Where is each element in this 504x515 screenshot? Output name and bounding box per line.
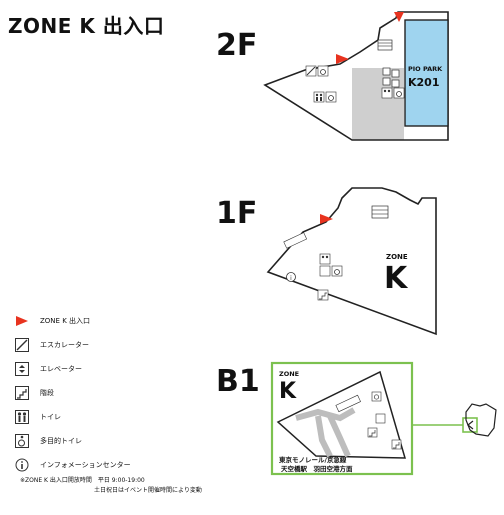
station-outline (465, 403, 497, 437)
accessible-toilet-icon (393, 87, 405, 99)
legend-label: エスカレーター (40, 341, 89, 349)
stairs-icon (317, 289, 329, 301)
accessible-toilet-icon (14, 433, 30, 449)
stairs-icon (371, 205, 389, 219)
legend-label: エレベーター (40, 365, 82, 373)
legend-label: 階段 (40, 389, 54, 397)
room-code-label: K201 (408, 76, 440, 89)
room-brand-label: PIO PARK (408, 65, 443, 73)
b1-target-box (462, 417, 478, 433)
zone-label-big: K (279, 379, 297, 404)
page-title: ZONE K 出入口 (8, 14, 165, 38)
zone-label-small: ZONE (386, 253, 408, 261)
legend-item-entrance: ZONE K 出入口 (14, 312, 90, 330)
floor-label-1f: 1F (216, 196, 258, 231)
entrance-flag-icon (336, 54, 349, 64)
toilet-icon (14, 409, 30, 425)
stairs-icon (14, 385, 30, 401)
accessible-toilet-icon (371, 391, 382, 402)
pointer-arrow-icon (467, 420, 474, 430)
information-icon: i (286, 272, 296, 282)
stairs-icon (391, 439, 402, 450)
legend-item-accessible-toilet: 多目的トイレ (14, 432, 82, 450)
legend-item-escalator: エスカレーター (14, 336, 89, 354)
legend-label: トイレ (40, 413, 61, 421)
legend-label: 多目的トイレ (40, 437, 82, 445)
opening-hours-note: ※ZONE K 出入口開放時間 平日 9:00-19:00 土日祝日はイベント開… (20, 476, 202, 496)
toilet-icon (381, 87, 393, 99)
escalator-icon (305, 65, 317, 77)
elevator-icon (382, 67, 400, 88)
zone-label-big: K (384, 261, 409, 296)
information-icon (14, 457, 30, 473)
note-line-2: 土日祝日はイベント開催時間により変動 (94, 487, 202, 494)
elevator-icon (14, 361, 30, 377)
legend-label: インフォメーションセンター (40, 461, 131, 469)
escalator-icon (14, 337, 30, 353)
entrance-flag-icon (320, 214, 333, 224)
stairs-icon (377, 39, 393, 51)
b1-frame (270, 361, 414, 476)
legend-item-information: インフォメーションセンター (14, 456, 131, 474)
accessible-toilet-icon (317, 65, 329, 77)
floor-1f-outline (266, 187, 437, 336)
floor-2f-outline (263, 11, 449, 141)
floor-label-2f: 2F (216, 28, 258, 63)
legend-item-toilet: トイレ (14, 408, 61, 426)
room-k201 (404, 19, 449, 127)
floor-1f-plan: i ZONE K (266, 187, 437, 336)
legend-item-stairs: 階段 (14, 384, 54, 402)
station-label-line2: 天空橋駅 羽田空港方面 (281, 464, 353, 473)
escalator-icon (283, 232, 308, 249)
stairs-icon (367, 427, 378, 438)
accessible-toilet-icon (325, 91, 337, 103)
floor-b1-plan: ZONE K 東京モノレール/京急線 天空橋駅 羽田空港方面 (270, 361, 497, 476)
b1-triangle-outline (276, 370, 407, 459)
accessible-toilet-icon (331, 265, 343, 277)
zone-label-small: ZONE (279, 370, 299, 378)
station-label-line1: 東京モノレール/京急線 (279, 455, 347, 464)
legend-item-elevator: エレベーター (14, 360, 82, 378)
toilet-icon (313, 91, 325, 103)
escalator-icon (335, 394, 361, 413)
legend-label: ZONE K 出入口 (40, 317, 91, 325)
entrance-flag-icon (14, 313, 30, 329)
note-line-1: ※ZONE K 出入口開放時間 平日 9:00-19:00 (20, 477, 145, 484)
svg-text:i: i (290, 275, 292, 282)
elevator-icon (375, 413, 386, 424)
floor-label-b1: B1 (216, 364, 260, 399)
elevator-icon (319, 265, 331, 277)
floor-2f-plan: PIO PARK K201 (263, 11, 449, 141)
entrance-flag-icon (394, 12, 404, 22)
b1-corridor (295, 407, 356, 458)
floor-2f-gray-area (352, 68, 404, 140)
toilet-icon (319, 253, 331, 265)
